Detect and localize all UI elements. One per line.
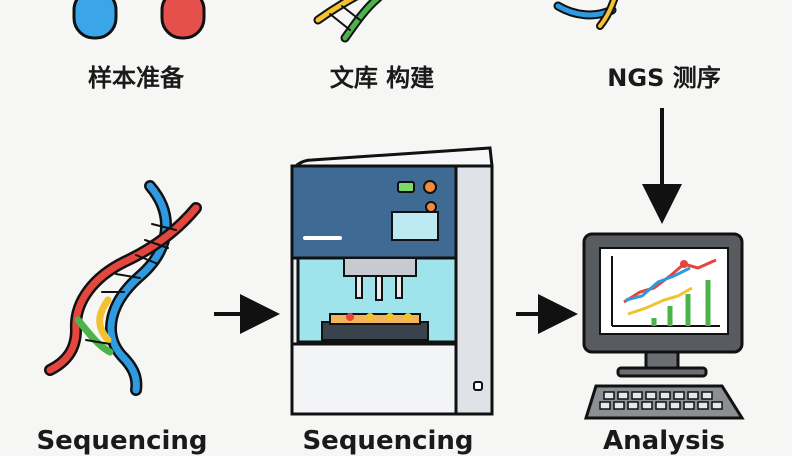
library-dna-icon [313, 0, 383, 43]
label-library-build: 文库 构建 [329, 64, 435, 92]
bottom-label-right: Analysis [603, 426, 725, 456]
sequencer-machine [290, 146, 494, 416]
label-sample-prep: 样本准备 [88, 64, 184, 92]
diagram-canvas [44, 0, 745, 420]
bottom-label-left: Sequencing [36, 426, 208, 456]
sample-tubes-icon [72, 0, 206, 40]
dna-helix-icon [44, 180, 202, 396]
label-ngs-sequencing: NGS 测序 [607, 64, 721, 92]
analysis-computer [582, 232, 745, 420]
bottom-label-middle: Sequencing [302, 426, 474, 456]
workflow-diagram: 样本准备 文库 构建 NGS 测序 Sequencing Sequencing … [36, 0, 745, 456]
sequencing-dna-icon [553, 0, 619, 30]
